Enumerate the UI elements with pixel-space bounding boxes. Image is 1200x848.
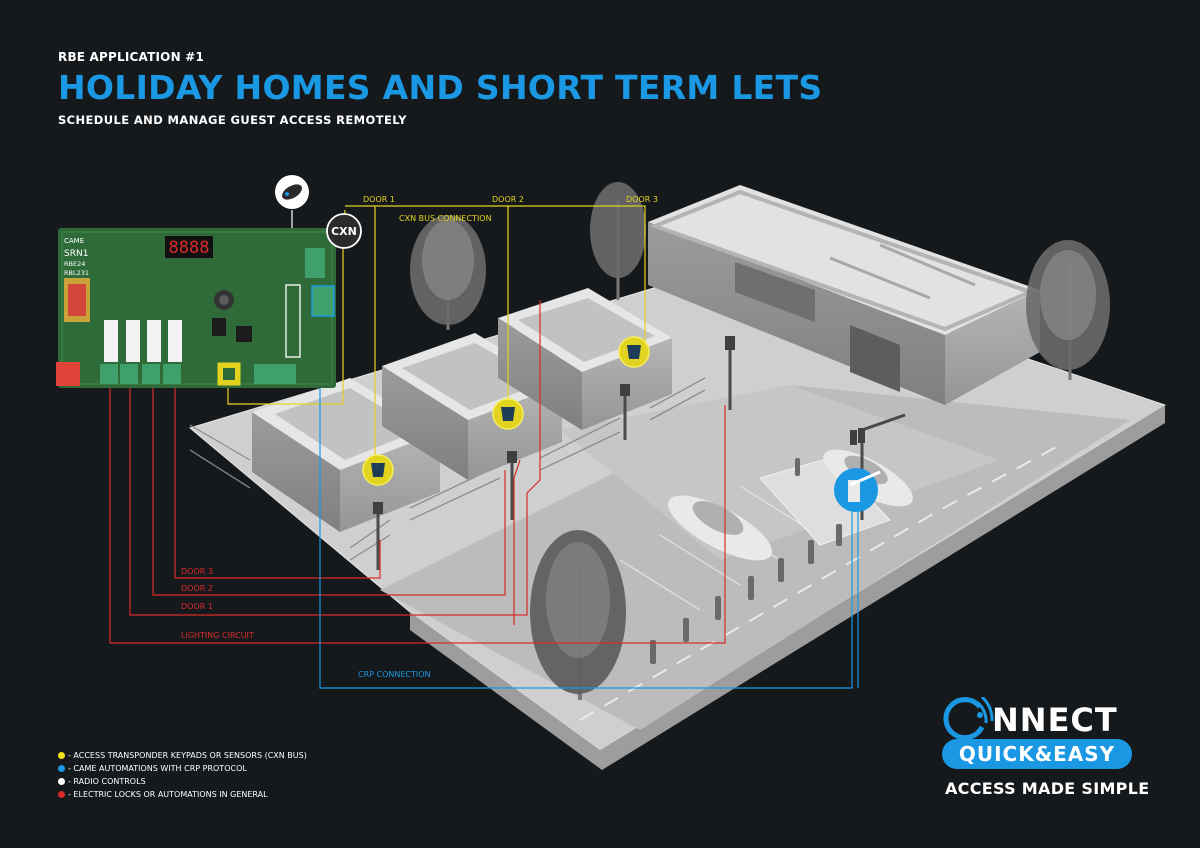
- board-brand: CAME: [64, 237, 84, 245]
- legend-dot-white: [58, 778, 65, 785]
- label-door-2-cxn: DOOR 2: [492, 195, 524, 204]
- legend-dot-yellow: [58, 752, 65, 759]
- legend: - ACCESS TRANSPONDER KEYPADS OR SENSORS …: [58, 749, 307, 801]
- label-lighting-circuit: LIGHTING CIRCUIT: [181, 631, 254, 640]
- legend-text-locks: - ELECTRIC LOCKS OR AUTOMATIONS IN GENER…: [68, 790, 268, 799]
- legend-text-cxn: - ACCESS TRANSPONDER KEYPADS OR SENSORS …: [68, 751, 307, 760]
- wireless-signal-icon: [943, 697, 994, 741]
- transponder-keypad-door-1: [362, 454, 394, 486]
- label-door-1-cxn: DOOR 1: [363, 195, 395, 204]
- legend-item-radio: - RADIO CONTROLS: [58, 775, 307, 788]
- legend-item-locks: - ELECTRIC LOCKS OR AUTOMATIONS IN GENER…: [58, 788, 307, 801]
- barrier-gate-icon: [834, 468, 881, 512]
- legend-text-radio: - RADIO CONTROLS: [68, 777, 146, 786]
- label-crp-connection: CRP CONNECTION: [358, 670, 431, 679]
- label-door-3-cxn: DOOR 3: [626, 195, 658, 204]
- key-fob-icon: [275, 175, 309, 209]
- trees: [410, 182, 1110, 700]
- legend-dot-blue: [58, 765, 65, 772]
- brand-tagline: ACCESS MADE SIMPLE: [945, 779, 1150, 798]
- legend-text-crp: - CAME AUTOMATIONS WITH CRP PROTOCOL: [68, 764, 247, 773]
- electric-lock-wiring: [109, 300, 726, 644]
- page-kicker: RBE APPLICATION #1: [58, 50, 204, 64]
- legend-item-crp: - CAME AUTOMATIONS WITH CRP PROTOCOL: [58, 762, 307, 775]
- transponder-keypad-door-3: [618, 336, 650, 368]
- brand-wordmark: NNECT: [992, 701, 1118, 739]
- page-title: HOLIDAY HOMES AND SHORT TERM LETS: [58, 68, 823, 107]
- legend-item-cxn: - ACCESS TRANSPONDER KEYPADS OR SENSORS …: [58, 749, 307, 762]
- page-subtitle: SCHEDULE AND MANAGE GUEST ACCESS REMOTEL…: [58, 113, 407, 127]
- board-model-3: RBL231: [64, 269, 89, 277]
- cxn-badge: CXN: [326, 213, 362, 249]
- label-door-2-lock: DOOR 2: [181, 584, 213, 593]
- main-building: [648, 185, 1040, 405]
- board-display: 8888: [169, 238, 210, 258]
- transponder-keypad-door-2: [492, 398, 524, 430]
- legend-dot-red: [58, 791, 65, 798]
- label-cxn-bus: CXN BUS CONNECTION: [399, 214, 492, 223]
- connect-logo: NNECT QUICK&EASY ACCESS MADE SIMPLE: [940, 683, 1150, 803]
- cxn-badge-label: CXN: [331, 225, 357, 238]
- board-model-2: RBE24: [64, 260, 85, 268]
- label-door-1-lock: DOOR 1: [181, 602, 213, 611]
- holiday-home-unit-1: [252, 378, 440, 532]
- bollards: [650, 458, 842, 664]
- holiday-home-unit-2: [382, 333, 562, 480]
- label-door-3-lock: DOOR 3: [181, 567, 213, 576]
- brand-pill: QUICK&EASY: [942, 739, 1132, 769]
- board-model-1: SRN1: [64, 249, 88, 259]
- crp-wiring: [319, 250, 859, 689]
- control-board: 8888 CAME SRN1 RBE24 RBL231: [56, 228, 336, 388]
